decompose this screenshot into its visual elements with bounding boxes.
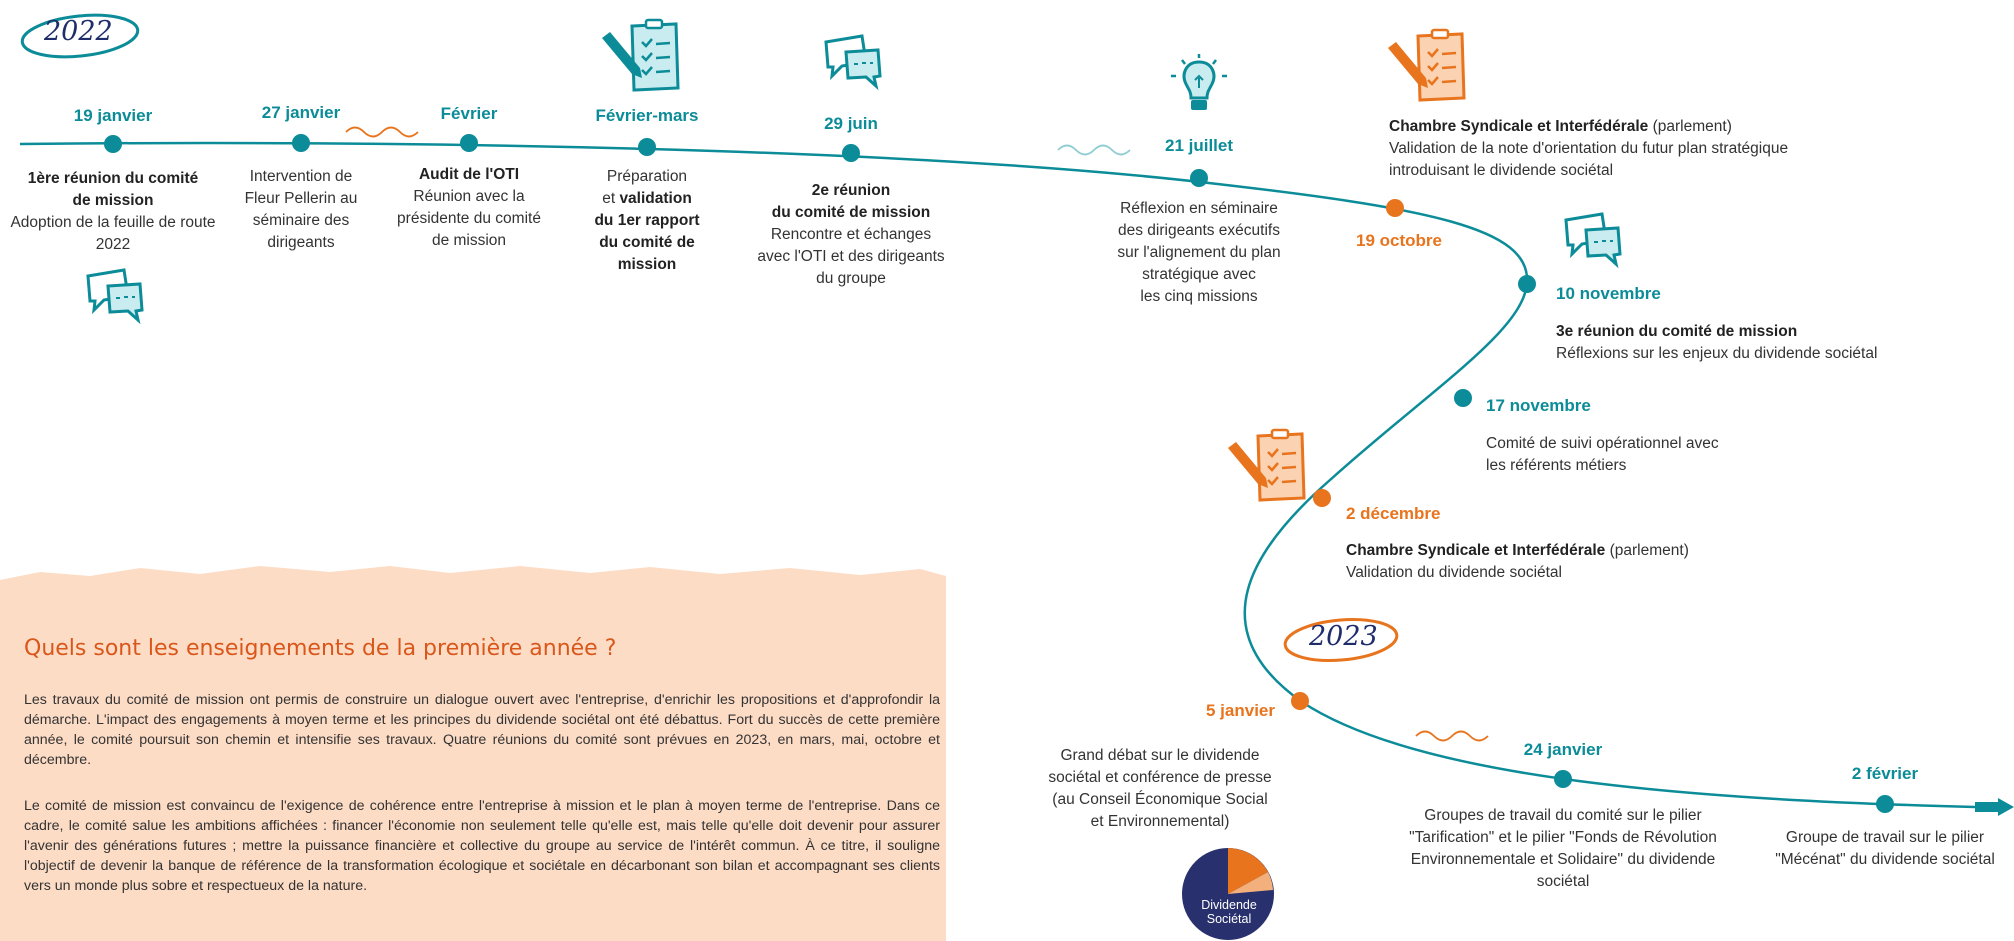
event-date-17-novembre: 17 novembre xyxy=(1486,396,1591,415)
lessons-paragraph-2: Le comité de mission est convaincu de l'… xyxy=(24,798,940,894)
year-2022-label: 2022 xyxy=(44,16,113,47)
dividende-societal-logo xyxy=(1182,848,1274,940)
timeline-curve xyxy=(19,141,1976,809)
timeline-dot-fevrier xyxy=(460,134,478,152)
event-desc-2-fevrier: Groupe de travail sur le pilier"Mécénat"… xyxy=(1775,829,1995,868)
event-date-19-octobre: 19 octobre xyxy=(1356,231,1442,250)
event-date-21-juillet: 21 juillet xyxy=(1164,136,1234,155)
event-date-2-fevrier: 2 février xyxy=(1851,764,1919,783)
event-desc-2-decembre: Chambre Syndicale et Interfédérale (parl… xyxy=(1346,542,1689,581)
timeline-dot-27-janvier xyxy=(292,134,310,152)
event-date-19-janvier: 19 janvier xyxy=(73,106,153,125)
event-date-24-janvier: 24 janvier xyxy=(1523,740,1603,759)
timeline-dot-10-novembre xyxy=(1518,275,1536,293)
event-desc-24-janvier: Groupes de travail du comité sur le pili… xyxy=(1409,807,1717,890)
year-2023-label: 2023 xyxy=(1309,621,1378,652)
year-2023-oval xyxy=(1283,617,1399,663)
event-date-10-novembre: 10 novembre xyxy=(1556,284,1661,303)
timeline-dot-2-fevrier xyxy=(1876,795,1894,813)
speech-bubbles-icon xyxy=(86,268,144,325)
lessons-panel-title: Quels sont les enseignements de la premi… xyxy=(24,636,617,661)
timeline-dot-5-janvier xyxy=(1291,692,1309,710)
event-date-fevrier: Février xyxy=(440,104,498,123)
event-desc-19-octobre: Chambre Syndicale et Interfédérale (parl… xyxy=(1389,118,1789,179)
clipboard-pencil-icon xyxy=(1388,28,1466,102)
timeline-dot-21-juillet xyxy=(1190,169,1208,187)
lightbulb-icon xyxy=(1171,54,1227,110)
timeline-dot-19-janvier xyxy=(104,135,122,153)
squiggle-decoration xyxy=(1057,144,1131,156)
event-date-2-decembre: 2 décembre xyxy=(1346,504,1441,523)
event-date-27-janvier: 27 janvier xyxy=(261,103,341,122)
lessons-paragraph-1: Les travaux du comité de mission ont per… xyxy=(24,692,940,768)
clipboard-pencil-icon xyxy=(1228,428,1306,502)
squiggle-decoration xyxy=(345,126,419,138)
event-date-5-janvier: 5 janvier xyxy=(1206,701,1275,720)
arrow-icon xyxy=(1975,798,2014,816)
timeline-dot-29-juin xyxy=(842,144,860,162)
speech-bubbles-icon xyxy=(1564,212,1622,269)
year-2022-oval xyxy=(20,13,140,59)
timeline-dot-2-decembre xyxy=(1313,489,1331,507)
clipboard-pencil-icon xyxy=(602,18,680,92)
timeline-dot-17-novembre xyxy=(1454,389,1472,407)
timeline-dot-19-octobre xyxy=(1386,199,1404,217)
event-date-fevrier-mars: Février-mars xyxy=(595,106,699,125)
speech-bubbles-icon xyxy=(824,34,882,91)
lessons-panel-background xyxy=(0,566,946,941)
timeline-dot-fevrier-mars xyxy=(638,138,656,156)
event-date-29-juin: 29 juin xyxy=(824,114,878,133)
timeline-dot-24-janvier xyxy=(1554,770,1572,788)
squiggle-decoration xyxy=(1415,730,1489,742)
